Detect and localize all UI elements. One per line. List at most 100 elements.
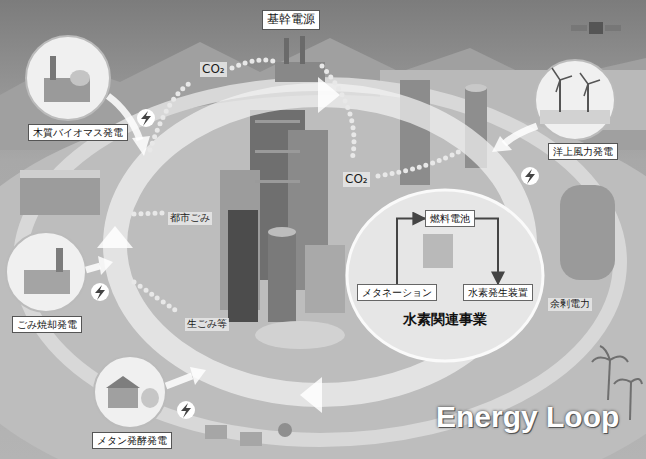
ring-road (20, 84, 620, 440)
label-holder: 都市ごみ (168, 206, 212, 225)
roof (106, 376, 140, 388)
tower-top (268, 227, 296, 237)
school-building (20, 175, 100, 215)
mountains (0, 38, 646, 150)
dotted-chain (322, 66, 354, 160)
tower-top (465, 84, 487, 92)
school-roof (20, 170, 100, 178)
chimney (50, 56, 56, 80)
ellipse-outline (347, 190, 543, 361)
palm-trunk (608, 360, 610, 400)
power-plant (275, 62, 325, 82)
source-label: 基幹電源 (262, 10, 320, 30)
lightning-icon (137, 109, 155, 127)
node-text: 水素発生装置 (468, 286, 528, 299)
silo (70, 70, 90, 86)
lightning-icon (521, 167, 539, 185)
loop-arrowhead (97, 226, 133, 248)
incinerator (24, 270, 70, 294)
tree (278, 423, 292, 437)
node-text: 燃料電池 (430, 212, 470, 225)
node-text: ごみ焼却発電 (17, 318, 77, 331)
device-label: メタネーション (357, 284, 437, 301)
building (220, 170, 260, 310)
plaza (255, 321, 345, 349)
flow-arrow (397, 219, 425, 285)
window-stripe (255, 180, 300, 183)
window-stripe (255, 150, 300, 153)
palm-leaves (614, 379, 642, 384)
label-holder: CO₂ (200, 58, 227, 77)
lightning-bolt (525, 169, 535, 184)
label-holder: 生ごみ等 (185, 312, 229, 331)
flow-label: CO₂ (200, 62, 227, 77)
vignette-circle (94, 356, 166, 428)
wind-turbine (559, 80, 561, 112)
feed-arrow (86, 266, 100, 270)
smokestack (300, 36, 305, 64)
chimney (56, 248, 63, 272)
flow-label: 生ごみ等 (185, 318, 229, 331)
vignette-circle (6, 232, 86, 312)
label-holder: 余剰電力 (548, 292, 592, 311)
label-holder: CO₂ (343, 168, 370, 187)
device-label: 燃料電池 (425, 210, 475, 227)
building (305, 245, 345, 313)
node-text: 基幹電源 (267, 12, 315, 28)
plant-label: 木質バイオマス発電 (28, 124, 128, 141)
group-heading: 水素関連事業 (345, 310, 545, 328)
feed-arrowhead (132, 136, 150, 156)
vignette-sea (540, 110, 610, 124)
vignette-circle (26, 36, 110, 120)
label-holder: Energy Loop (436, 398, 619, 436)
loop-arrowhead (318, 77, 340, 113)
vignette-circle (535, 60, 615, 140)
biomass-plant (44, 78, 90, 102)
satellite (589, 22, 603, 34)
flow-label: CO₂ (343, 172, 370, 187)
plant-label: メタン発酵発電 (92, 432, 172, 449)
node-text: 木質バイオマス発電 (33, 126, 123, 139)
plant-label: ごみ焼却発電 (12, 316, 82, 333)
node-text: メタン発酵発電 (97, 434, 167, 447)
feed-arrowhead (98, 256, 113, 275)
house (205, 425, 227, 439)
house (240, 432, 262, 446)
hydrogen-circle: 水素関連事業 燃料電池メタネーション 水素発生装置 (345, 188, 545, 363)
device-label: 水素発生装置 (463, 284, 533, 301)
node-text: メタネーション (362, 286, 432, 299)
round-tower (268, 232, 296, 322)
dotted-chain (150, 82, 192, 150)
methane-plant (108, 388, 138, 408)
right-tower (465, 88, 487, 168)
hydrogen-tank (423, 234, 453, 268)
sea (380, 70, 646, 130)
satellite-panel (571, 25, 587, 31)
building (400, 80, 430, 185)
palm-trunk (630, 382, 631, 420)
dotted-chain (134, 282, 178, 312)
palm-leaves (592, 346, 628, 362)
building (250, 110, 305, 280)
lightning-icon (91, 283, 109, 301)
title-watermark: Energy Loop (436, 398, 619, 436)
dark-tower (228, 210, 258, 322)
feed-arrowhead (190, 367, 206, 385)
dotted-chain (378, 150, 462, 176)
feed-arrowhead (492, 136, 512, 152)
dotted-chain (134, 213, 162, 214)
loop-arrowhead (300, 377, 322, 413)
lightning-bolt (141, 111, 151, 126)
flow-arrow (475, 219, 498, 285)
wind-turbine (587, 84, 589, 112)
tank (141, 388, 159, 408)
node-text: 洋上風力発電 (553, 145, 613, 158)
turbine-blades (552, 68, 572, 92)
satellite-panel (605, 25, 621, 31)
plant-label: 洋上風力発電 (548, 143, 618, 160)
lightning-bolt (95, 285, 105, 300)
